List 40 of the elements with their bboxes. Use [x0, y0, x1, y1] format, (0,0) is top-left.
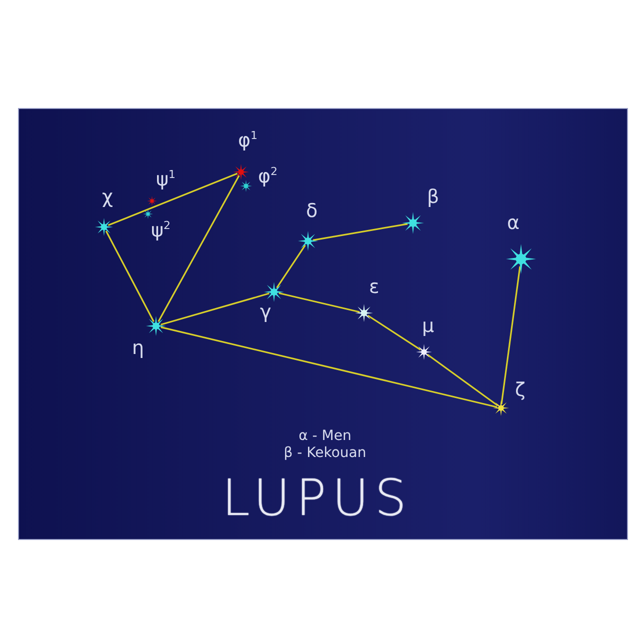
star-icon	[493, 400, 509, 416]
star-icon	[143, 209, 153, 219]
star-label: φ$^{1}$	[238, 128, 258, 150]
star-icon	[95, 218, 113, 236]
star-icon	[264, 282, 284, 302]
constellation-line	[108, 172, 238, 226]
star-icon	[416, 344, 432, 360]
star-icon	[240, 180, 252, 192]
constellation-line	[160, 292, 270, 326]
star-label: φ$^{2}$	[258, 164, 278, 186]
constellation-line	[105, 230, 154, 322]
constellation-line	[426, 354, 498, 406]
star-icon	[233, 164, 249, 180]
constellation-line	[276, 244, 306, 288]
star-label: ζ	[515, 380, 526, 400]
star-label: ψ$^{2}$	[151, 218, 171, 240]
star-label: ψ$^{1}$	[156, 167, 176, 190]
constellation-line	[278, 292, 360, 313]
star-label: ε	[369, 277, 380, 297]
star-label: β	[427, 187, 440, 207]
star-name-note: α - Men	[298, 428, 352, 444]
constellation-line	[158, 175, 240, 322]
star-label: χ	[102, 187, 113, 207]
star-name-note: β - Kekouan	[282, 445, 368, 461]
star-icon	[298, 231, 318, 251]
star-icon	[402, 212, 424, 234]
constellation-line	[160, 326, 498, 408]
constellation-line	[367, 314, 422, 350]
star-icon	[146, 316, 166, 336]
star-label: α	[507, 213, 520, 233]
star-icon	[355, 304, 373, 322]
star-icon	[506, 244, 536, 274]
constellation-line	[312, 223, 408, 241]
star-label: δ	[306, 201, 318, 221]
constellation-line	[500, 266, 521, 404]
star-label: η	[132, 338, 144, 358]
title: LUPUS	[222, 472, 412, 524]
star-icon	[147, 196, 157, 206]
star-label: μ	[422, 316, 434, 336]
star-label: γ	[260, 302, 272, 322]
